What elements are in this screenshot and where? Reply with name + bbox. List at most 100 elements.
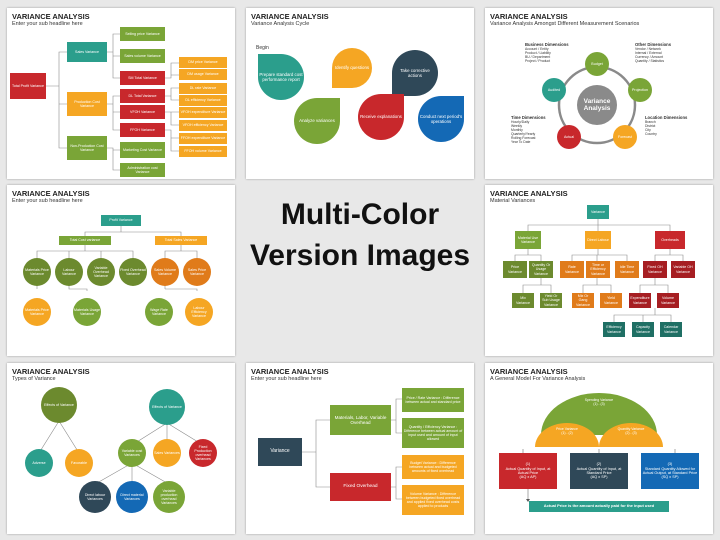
right-branch-node: Total Sales Variance	[155, 236, 207, 245]
sales-child-1: Selling price Variance	[120, 27, 165, 41]
nonprod-child-1: Marketing Cost Variance	[120, 142, 165, 158]
right-node-2: Quantity / Efficiency Variance : Differe…	[402, 418, 464, 448]
quantity-label: Quantity Variance (2) - (3)	[609, 427, 653, 435]
mid-node-1: Materials, Labor, Variable Overhead	[330, 405, 391, 435]
level2-node: Price Variance	[503, 261, 527, 278]
right-node-1: Price / Rate Variance : Difference betwe…	[402, 388, 464, 412]
center-line-2: Analysis	[583, 105, 611, 112]
slide-thumbnail-7[interactable]: VARIANCE ANALYSIS Types of Variance Effe…	[7, 363, 235, 534]
other-item: Currency / Amount	[635, 55, 664, 60]
right-top-circle: Effects of Variance	[149, 389, 185, 425]
cycle-drop-2: Identify questions	[332, 48, 372, 88]
level3-node: Volume Variance	[657, 293, 679, 308]
bottom-circle-1: Direct labour Variances	[79, 481, 111, 513]
box-text: Standard Quantity Allowed for Actual Out…	[642, 466, 698, 475]
level3-node: Expenditure Variance	[629, 293, 651, 308]
business-item: Account / Entity	[525, 47, 549, 52]
location-item: Country	[645, 132, 657, 137]
row-circle-2: Labour Variance	[55, 258, 83, 286]
box-formula: (AQ x SP)	[590, 475, 608, 480]
center-heading: Multi-Color Version Images	[241, 195, 479, 276]
slide-title: VARIANCE ANALYSIS	[490, 189, 568, 198]
slide-thumbnail-4[interactable]: VARIANCE ANALYSIS Enter your sub headlin…	[7, 185, 235, 356]
center-heading-line-2: Version Images	[249, 238, 471, 272]
box-formula: (AQ x AP)	[519, 475, 537, 480]
root-node: Total Profit Variance	[10, 73, 46, 99]
slide-thumbnail-6[interactable]: VARIANCE ANALYSIS Material Variances Var…	[485, 185, 713, 356]
cycle-drop-1: Prepare standard cost performance report	[258, 54, 304, 100]
level2-node: Time or Efficiency Variance	[586, 261, 610, 278]
slide-title: VARIANCE ANALYSIS	[251, 367, 329, 376]
time-item: Weekly	[511, 124, 523, 129]
level1-node: Direct Labour	[585, 231, 611, 249]
price-label: Price Variance (1) - (2)	[545, 427, 589, 435]
slide-thumbnail-9[interactable]: VARIANCE ANALYSIS A General Model For Va…	[485, 363, 713, 534]
non-production-cost-node: Non-Production Cost Variance	[67, 136, 107, 160]
level4-node: Efficiency Variance	[603, 322, 625, 337]
root-node: Profit Variance	[101, 215, 141, 226]
level4-node: Capacity Variance	[632, 322, 654, 337]
right-col-3: DL rate Variance	[179, 83, 227, 94]
left-child-favorable: Favorable	[65, 449, 93, 477]
slide-subtitle: Enter your sub headline here	[12, 198, 83, 204]
row-circle-4: Fixed Overhead Variance	[119, 258, 147, 286]
right-col-4: DL efficiency Variance	[179, 95, 227, 106]
connector-lines	[45, 33, 179, 171]
other-item: Quantity / Statistics	[635, 59, 665, 64]
cycle-drop-4: Analyze variances	[294, 98, 340, 144]
other-item: Internal / External	[635, 51, 662, 56]
production-cost-node: Production Cost Variance	[67, 92, 107, 116]
right-node-3: Budget Variance : Difference between act…	[402, 455, 464, 479]
level3-node: Mix Variance	[512, 293, 534, 308]
business-item: BU / Department	[525, 55, 551, 60]
spending-formula: (1) - (3)	[593, 402, 605, 407]
slide-thumbnail-3[interactable]: VARIANCE ANALYSIS Variance Analysis Amon…	[485, 8, 713, 179]
left-child-adverse: Adverse	[25, 449, 53, 477]
cycle-drop-3: Take corrective actions	[392, 50, 438, 96]
prod-child-3: FFOH Variance	[120, 123, 165, 137]
time-item: Rolling Forecast	[511, 136, 536, 141]
footer-bar: Actual Price is the amount actually paid…	[529, 501, 669, 512]
root-node: Variance	[587, 205, 609, 219]
spending-label: Spending Variance (1) - (3)	[565, 398, 633, 406]
slide-thumbnail-8[interactable]: VARIANCE ANALYSIS Enter your sub headlin…	[246, 363, 474, 534]
box-num: (2)	[596, 462, 602, 467]
other-title: Other Dimensions	[635, 42, 672, 47]
right-col-5: VFOH expenditure Variance	[179, 107, 227, 118]
left-branch-node: Total Cost variance	[59, 236, 111, 245]
sales-child-3: SM Total Variance	[120, 71, 165, 85]
time-item: Quarterly/Yearly	[511, 132, 536, 137]
location-item: Branch	[645, 120, 656, 125]
right-col-1: DM price Variance	[179, 57, 227, 68]
level3-node: Yield Or Sub Usage Variance	[540, 293, 562, 308]
slide-thumbnail-2[interactable]: VARIANCE ANALYSIS Variance Analysis Cycl…	[246, 8, 474, 179]
ring-actual: Actual	[557, 125, 581, 149]
box-num: (1)	[525, 462, 531, 467]
left-top-circle: Effects of Variance	[41, 387, 77, 423]
sales-variance-node: Sales Variance	[67, 42, 107, 62]
center-heading-line-1: Multi-Color	[280, 198, 440, 231]
ring-projection: Projection	[628, 78, 652, 102]
right-child-2: Sales Variances	[153, 439, 181, 467]
bottom-circle-1: Materials Price Variance	[23, 298, 51, 326]
ring-budget: Budget	[585, 52, 609, 76]
slide-subtitle: Variance Analysis Cycle	[251, 21, 310, 27]
business-title: Business Dimensions	[525, 42, 569, 47]
begin-label: Begin	[256, 45, 269, 51]
slide-subtitle: Types of Variance	[12, 376, 56, 382]
slide-thumbnail-1[interactable]: VARIANCE ANALYSIS Enter your sub headlin…	[7, 8, 235, 179]
level2-node: Quantity Or Usage Variance	[529, 261, 553, 278]
slide-subtitle: Material Variances	[490, 198, 536, 204]
business-item: Product / Liability	[525, 51, 551, 56]
time-title: Time Dimensions	[511, 115, 546, 120]
slide-title: VARIANCE ANALYSIS	[251, 12, 329, 21]
time-item: Year To Date	[511, 140, 531, 145]
arc-shapes	[522, 393, 676, 453]
prod-child-1: DL Total Variance	[120, 89, 165, 103]
box-num: (3)	[667, 462, 673, 467]
bottom-circle-4: Labour Efficiency Variance	[185, 298, 213, 326]
input-box-3: (3) Standard Quantity Allowed for Actual…	[641, 453, 699, 489]
slide-title: VARIANCE ANALYSIS	[490, 367, 568, 376]
slide-subtitle: Variance Analysis Amongst Different Meas…	[490, 21, 640, 27]
business-dimensions: Business Dimensions Account / Entity Pro…	[525, 42, 569, 63]
